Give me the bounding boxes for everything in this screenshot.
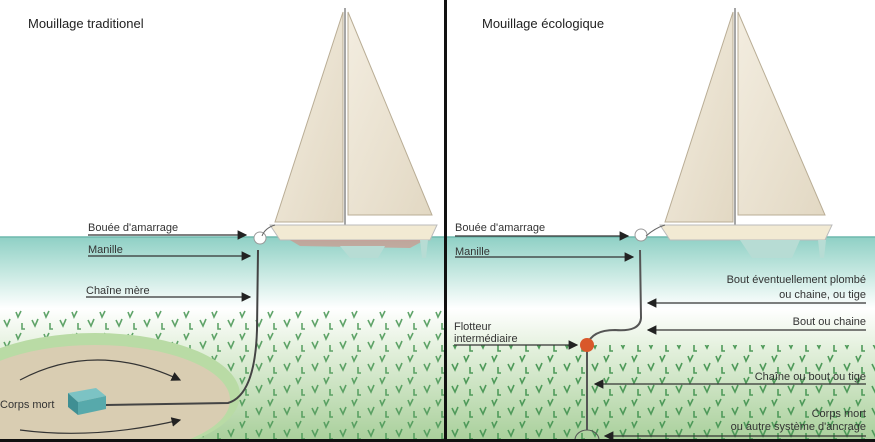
label-anchor-line2: ou autre système d'ancrage (731, 421, 866, 433)
label-buoy: Bouée d'amarrage (88, 222, 178, 234)
dead-weight-block (68, 388, 106, 415)
label-rope-line2: ou chaine, ou tige (779, 289, 866, 301)
mooring-buoy (253, 231, 267, 245)
bottom-border (0, 439, 875, 442)
seagrass-meadow (447, 345, 875, 442)
label-float-line2: intermédiaire (454, 333, 518, 345)
label-anchor-line1: Corps mort (812, 408, 866, 420)
label-shackle: Manille (455, 246, 490, 258)
panel-title-ecological: Mouillage écologique (482, 16, 604, 31)
panel-title-traditional: Mouillage traditionel (28, 16, 144, 31)
label-buoy: Bouée d'amarrage (455, 222, 545, 234)
ecological-mooring-panel: Mouillage écologique Bouée d'amarrage Ma… (447, 8, 875, 442)
label-float-line1: Flotteur (454, 321, 492, 333)
label-dead-weight: Corps mort (0, 399, 54, 411)
label-chain-rope-rod: Chaîne ou bout ou tige (755, 371, 866, 383)
sailboat-left (261, 8, 438, 258)
label-rope-or-chain: Bout ou chaine (793, 316, 866, 328)
mother-chain (105, 249, 259, 406)
panel-divider (444, 0, 447, 442)
sailboat-right (645, 8, 833, 258)
label-mother-chain: Chaîne mère (86, 285, 150, 297)
intermediate-float (580, 338, 594, 352)
label-rope-line1: Bout éventuellement plombé (727, 274, 866, 286)
traditional-mooring-panel: Mouillage traditionel Bouée d'amarrage M… (0, 8, 445, 442)
label-shackle: Manille (88, 244, 123, 256)
mooring-buoy (634, 228, 648, 242)
